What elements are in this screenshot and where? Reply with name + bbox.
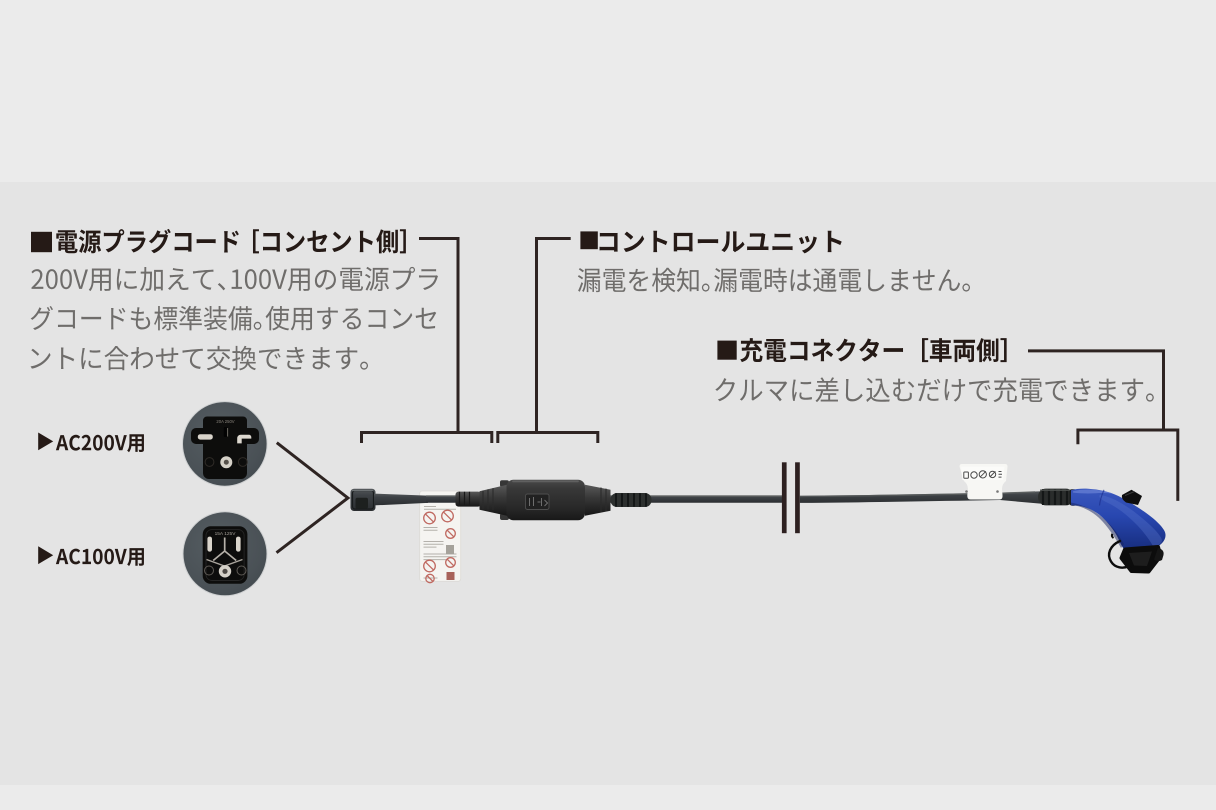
svg-text:20A 250V: 20A 250V [216, 419, 234, 424]
svg-text:15A 125V: 15A 125V [215, 531, 237, 537]
